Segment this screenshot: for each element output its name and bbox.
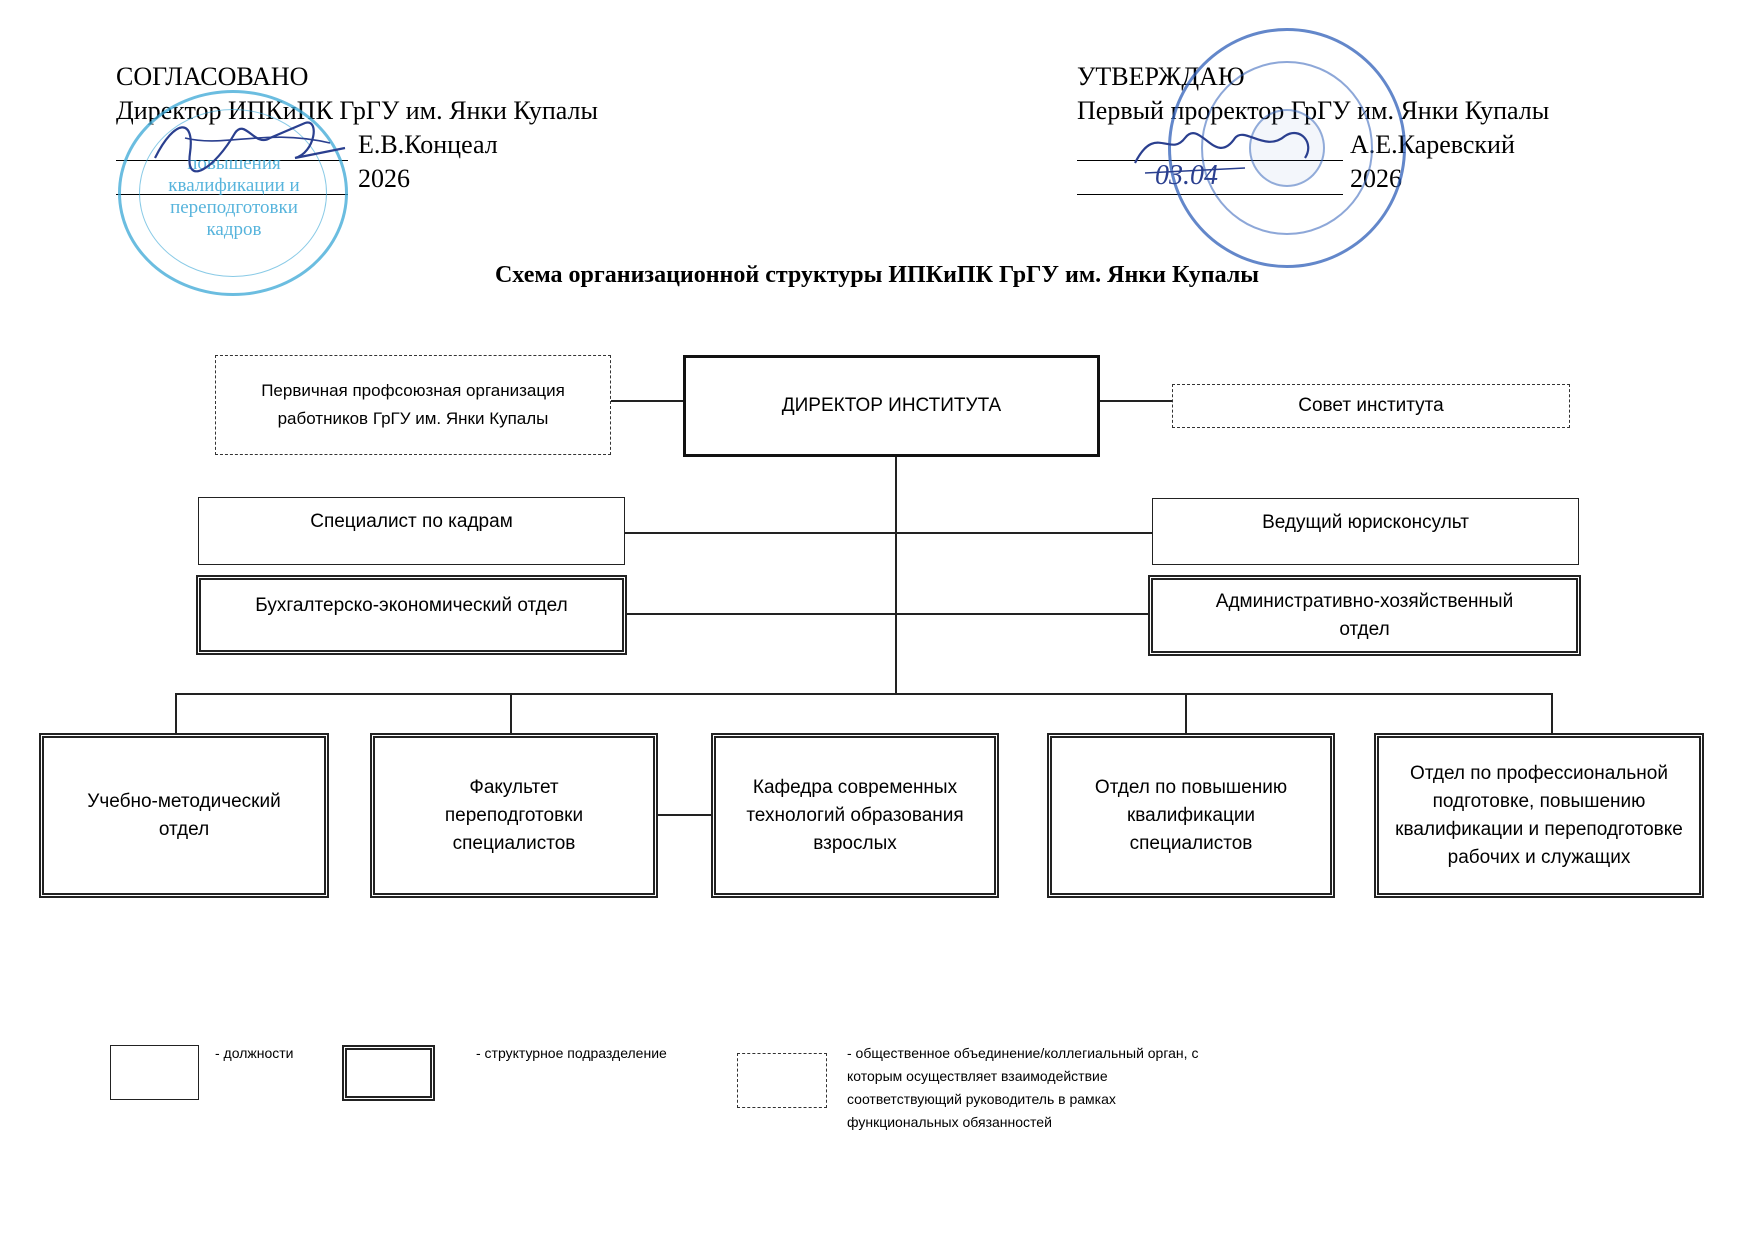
connector-drop-faculty <box>510 693 512 733</box>
connector-drop-qualification <box>1185 693 1187 733</box>
node-council-label: Совет института <box>1298 395 1444 416</box>
left-seal-text: повышения квалификации и переподготовки … <box>168 153 300 240</box>
legend-position-label: - должности <box>215 1045 294 1061</box>
node-professional-dept-label: Отдел по профессиональной подготовке, по… <box>1395 762 1683 868</box>
node-director-label: ДИРЕКТОР ИНСТИТУТА <box>781 395 1002 416</box>
legend-position-swatch <box>110 1045 199 1100</box>
approval-left-heading: СОГЛАСОВАНО <box>116 62 309 91</box>
node-qualification-dept: Отдел по повышению квалификации специали… <box>1047 733 1335 898</box>
node-administrative: Административно-хозяйственный отдел <box>1148 575 1581 656</box>
connector-director-trunk <box>895 456 897 694</box>
right-seal-emblem <box>1249 109 1325 187</box>
page-title: Схема организационной структуры ИПКиПК Г… <box>494 262 1260 288</box>
connector-faculty-department <box>657 814 713 816</box>
node-methodical-label: Учебно-методический отдел <box>87 790 281 840</box>
node-accounting: Бухгалтерско-экономический отдел <box>196 575 627 655</box>
left-seal-stamp: повышения квалификации и переподготовки … <box>118 90 348 296</box>
connector-hr-legal <box>625 532 1152 534</box>
node-retraining-faculty-label: Факультет переподготовки специалистов <box>444 776 584 854</box>
approval-left-year: 2026 <box>358 164 410 193</box>
legend-unit-swatch <box>342 1045 435 1101</box>
node-administrative-label: Административно-хозяйственный отдел <box>1215 590 1514 640</box>
connector-director-council <box>1100 400 1172 402</box>
node-legal-counsel-label: Ведущий юрисконсульт <box>1262 512 1469 533</box>
node-legal-counsel: Ведущий юрисконсульт <box>1152 498 1579 565</box>
node-trade-union-label: Первичная профсоюзная организация работн… <box>261 381 565 428</box>
node-qualification-dept-label: Отдел по повышению квалификации специали… <box>1094 776 1288 854</box>
node-trade-union: Первичная профсоюзная организация работн… <box>215 355 611 455</box>
node-methodical: Учебно-методический отдел <box>39 733 329 898</box>
connector-accounting-admin <box>627 613 1150 615</box>
legend-organization-swatch <box>737 1053 827 1108</box>
left-signature <box>154 121 346 173</box>
connector-drop-professional <box>1551 693 1553 733</box>
approval-left-name: Е.В.Концеал <box>358 130 498 159</box>
node-department-tech-label: Кафедра современных технологий образован… <box>746 776 964 854</box>
legend-organization-label: - общественное объединение/коллегиальный… <box>847 1045 1199 1130</box>
node-retraining-faculty: Факультет переподготовки специалистов <box>370 733 658 898</box>
right-seal-inner-ring <box>1201 61 1373 235</box>
node-accounting-label: Бухгалтерско-экономический отдел <box>255 595 568 616</box>
node-hr-specialist-label: Специалист по кадрам <box>310 511 513 532</box>
node-council: Совет института <box>1172 384 1570 428</box>
legend-unit-label: - структурное подразделение <box>476 1045 667 1061</box>
right-date-handwritten: 03.04 <box>1155 160 1218 191</box>
right-signature <box>1134 132 1310 174</box>
node-department-tech: Кафедра современных технологий образован… <box>711 733 999 898</box>
node-hr-specialist: Специалист по кадрам <box>198 497 625 565</box>
node-professional-dept: Отдел по профессиональной подготовке, по… <box>1374 733 1704 898</box>
connector-bottom-bus <box>175 693 1552 695</box>
node-director: ДИРЕКТОР ИНСТИТУТА <box>683 355 1100 457</box>
connector-union-director <box>611 400 683 402</box>
left-seal-inner-ring <box>139 109 327 277</box>
connector-drop-methodical <box>175 693 177 733</box>
right-seal-stamp <box>1168 28 1406 268</box>
